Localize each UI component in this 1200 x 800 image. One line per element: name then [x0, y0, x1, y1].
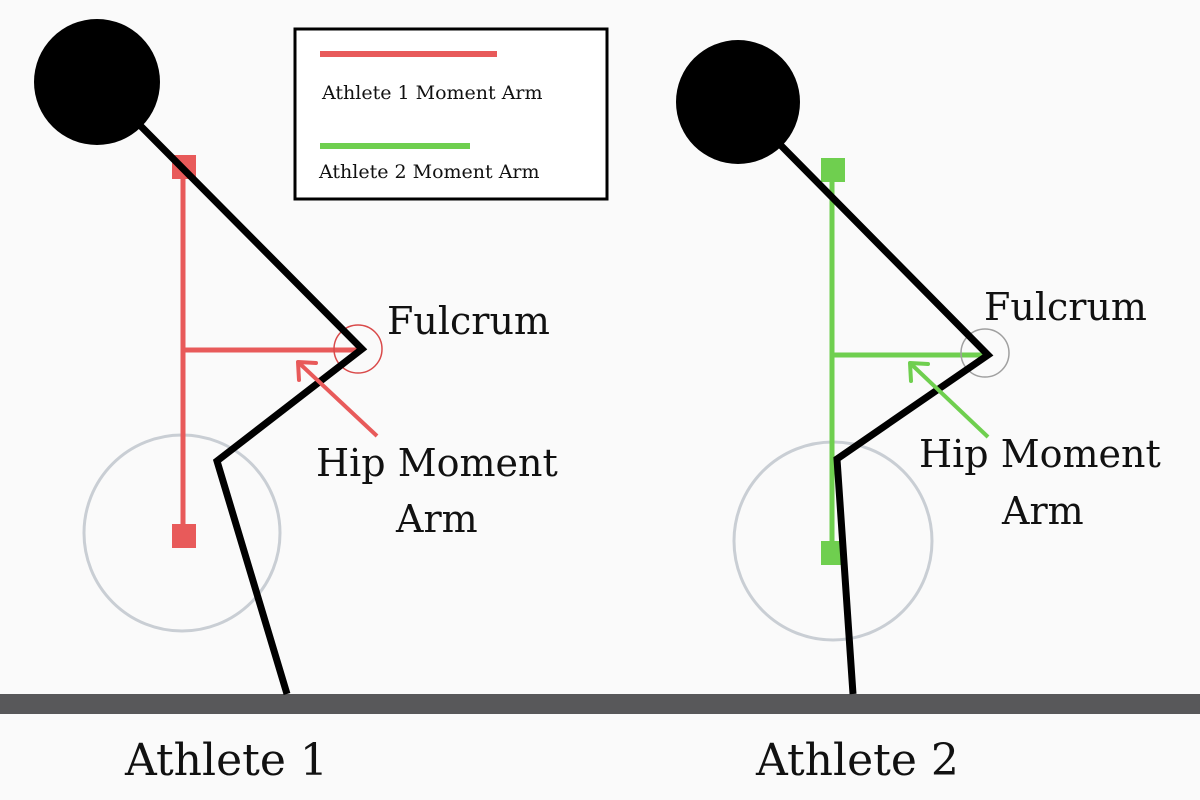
athlete-1-head: [34, 19, 160, 145]
athlete-1-caption: Athlete 1: [124, 735, 328, 786]
athlete-1-hip-label-line1: Hip Moment: [316, 441, 558, 485]
athlete-2-top-marker: [821, 158, 845, 182]
athlete-2-fulcrum-circle: [960, 328, 1010, 378]
athlete-1-pointer-arrowhead: [296, 360, 318, 382]
legend-box: [293, 27, 609, 201]
athlete-2-figure: [676, 40, 1010, 695]
athlete-2-caption: Athlete 2: [755, 735, 959, 786]
athlete-2-hip-label-line1: Hip Moment: [919, 432, 1161, 476]
athlete-1-figure: [34, 19, 383, 696]
athlete-1-bottom-marker: [172, 524, 196, 548]
athlete-1-body: [94, 79, 368, 696]
athlete-1-fulcrum-circle: [333, 324, 383, 374]
legend-label-athlete-1: Athlete 1 Moment Arm: [321, 82, 543, 104]
athlete-1-hip-label-line2: Arm: [395, 497, 478, 541]
athlete-2-pointer-arrowhead: [908, 361, 930, 383]
athlete-2-pointer-arrow: [908, 361, 990, 439]
legend-label-athlete-2: Athlete 2 Moment Arm: [318, 161, 540, 183]
athlete-2-body: [735, 99, 994, 695]
legend: Athlete 1 Moment Arm Athlete 2 Moment Ar…: [293, 27, 609, 201]
athlete-2-fulcrum-label: Fulcrum: [984, 285, 1147, 329]
athlete-2-hip-label-line2: Arm: [1001, 489, 1084, 533]
ground-bar: [0, 694, 1200, 714]
athlete-1-fulcrum-label: Fulcrum: [387, 299, 550, 343]
athlete-2-head: [676, 40, 800, 164]
athlete-1-pointer-arrow: [296, 360, 379, 438]
